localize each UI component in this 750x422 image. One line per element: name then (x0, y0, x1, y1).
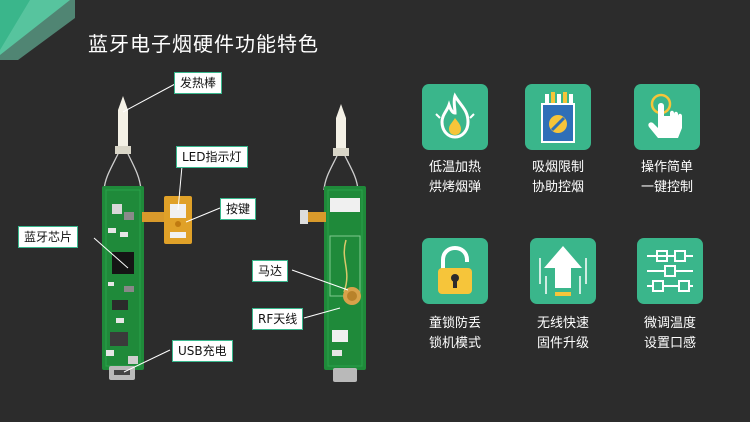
feature-caption-line2: 协助控烟 (531, 180, 584, 195)
label-led-indicator: LED指示灯 (176, 146, 248, 168)
feature-caption-line1: 低温加热 (428, 160, 481, 175)
feature-tile-temperature-tuning (637, 238, 703, 304)
right-usb-port (333, 368, 357, 382)
feature-caption: 无线快速 固件升级 (515, 314, 611, 354)
left-pcb (102, 186, 144, 370)
feature-tile-one-key-control (634, 84, 700, 150)
feature-caption-line2: 设置口感 (643, 336, 696, 351)
page-title: 蓝牙电子烟硬件功能特色 (88, 32, 319, 56)
right-board-heating-rod (323, 104, 359, 191)
feature-caption-line1: 童锁防丢 (428, 316, 481, 331)
feature-caption: 低温加热 烘烤烟弹 (407, 158, 503, 198)
tap-hand-icon (648, 93, 682, 138)
feature-tile-child-lock (422, 238, 488, 304)
feature-caption-line2: 固件升级 (536, 336, 589, 351)
label-bluetooth-chip: 蓝牙芯片 (18, 226, 79, 248)
feature-tile-low-temp-heating (422, 84, 488, 150)
feature-caption-line1: 无线快速 (536, 316, 589, 331)
feature-caption-line2: 锁机模式 (428, 336, 481, 351)
feature-caption-line2: 一键控制 (640, 180, 693, 195)
feature-caption: 操作简单 一键控制 (619, 158, 715, 198)
corner-accent (0, 0, 75, 60)
feature-caption: 微调温度 设置口感 (622, 314, 718, 354)
right-flex-cable (306, 212, 326, 222)
feature-caption: 吸烟限制 协助控烟 (510, 158, 606, 198)
feature-caption-line1: 微调温度 (643, 316, 696, 331)
feature-caption-line1: 吸烟限制 (531, 160, 584, 175)
label-heating-rod: 发热棒 (174, 72, 223, 94)
upload-arrow-icon (539, 246, 587, 296)
flame-icon (435, 92, 475, 139)
feature-caption: 童锁防丢 锁机模式 (407, 314, 503, 354)
label-usb-charging: USB充电 (172, 340, 233, 362)
label-motor: 马达 (252, 260, 289, 282)
right-pcb (324, 186, 366, 370)
left-board-heating-rod (103, 96, 142, 191)
sliders-icon (647, 250, 693, 292)
label-button: 按键 (220, 198, 257, 220)
feature-caption-line2: 烘烤烟弹 (428, 180, 481, 195)
feature-tile-firmware-upgrade (530, 238, 596, 304)
padlock-icon (438, 245, 472, 294)
pcb-illustration (93, 83, 366, 382)
feature-tile-smoking-limit (525, 84, 591, 150)
label-rf-antenna: RF天线 (252, 308, 304, 330)
cigarette-pack-icon (541, 92, 575, 143)
feature-caption-line1: 操作简单 (640, 160, 693, 175)
